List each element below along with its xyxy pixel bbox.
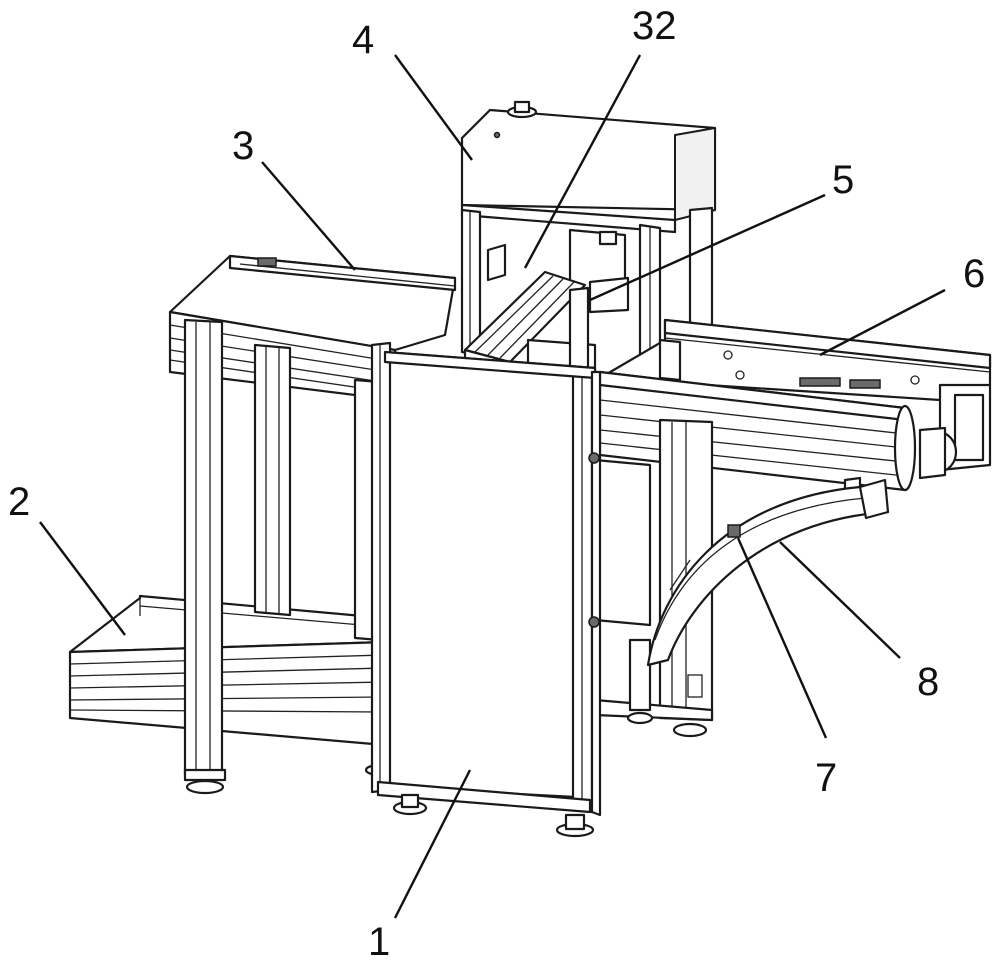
leader-8 (779, 541, 901, 659)
curved-chute (646, 478, 890, 667)
leader-7 (736, 537, 828, 739)
right-conveyor (598, 318, 992, 472)
label-1: 1 (368, 920, 391, 964)
label-2: 2 (8, 480, 31, 524)
leader-5 (589, 193, 826, 302)
label-8: 8 (917, 660, 940, 704)
label-7: 7 (815, 756, 838, 800)
label-6: 6 (963, 252, 986, 296)
label-32: 32 (632, 4, 677, 48)
leader-1 (393, 769, 472, 919)
label-4: 4 (352, 18, 375, 62)
leader-2 (39, 521, 126, 636)
main-cabinet (370, 341, 602, 838)
leader-lines (39, 54, 946, 919)
leader-3 (261, 161, 356, 271)
label-5: 5 (832, 158, 855, 202)
label-3: 3 (232, 124, 255, 168)
lower-left-conveyor (68, 594, 387, 747)
leader-32 (523, 54, 642, 269)
leader-6 (819, 288, 946, 357)
upper-box-housing (460, 100, 717, 234)
leader-4 (394, 54, 473, 161)
